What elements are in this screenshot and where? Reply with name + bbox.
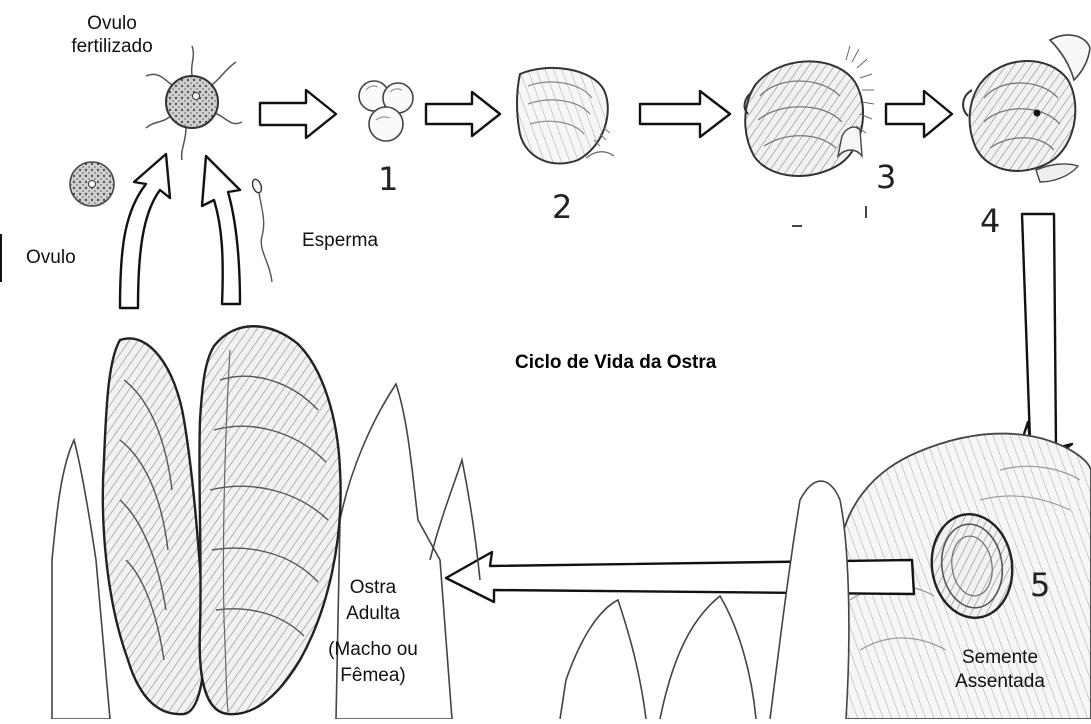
left-edge-line	[0, 234, 2, 282]
adult-oyster-label: Ostra Adulta (Macho ou Fêmea)	[308, 575, 438, 689]
stage-4-larva	[962, 34, 1091, 183]
curved-arrow-egg-to-fertilized	[118, 152, 172, 310]
fertilized-egg-cell	[145, 45, 243, 161]
arrow-stage-2-to-stage-3	[638, 89, 732, 139]
stage-number-2: 2	[552, 188, 573, 226]
arrow-stage-3-to-stage-4	[884, 89, 954, 139]
adult-oyster-label-line3: (Macho ou	[328, 639, 418, 660]
sperm-label: Esperma	[302, 230, 379, 251]
settled-spat-label: Semente Assentada	[940, 646, 1060, 694]
stage-number-4: 4	[980, 202, 1001, 240]
curved-arrow-sperm-to-fertilized	[200, 154, 242, 306]
settled-spat-rock	[823, 432, 1091, 720]
adult-oyster-label-line4: Fêmea)	[340, 665, 406, 686]
adult-oyster-label-line1: Ostra	[349, 577, 397, 598]
settled-spat-label-line1: Semente	[961, 647, 1039, 668]
stage-number-5: 5	[1030, 566, 1051, 604]
arrow-fertilized-to-stage-1	[258, 88, 338, 140]
adult-oyster-label-line2: Adulta	[346, 603, 400, 624]
arrow-stage-1-to-stage-2	[424, 90, 502, 138]
egg-cell	[69, 161, 115, 207]
fertilized-egg-label-line2: fertilizado	[71, 36, 153, 57]
stage-1-embryo	[358, 80, 414, 142]
background-rocks	[51, 382, 850, 720]
fertilized-egg-label: Ovulo fertilizado	[52, 12, 172, 58]
stage-3-larva	[743, 45, 875, 177]
egg-label: Ovulo	[26, 247, 76, 268]
fertilized-egg-label-line1: Ovulo	[87, 13, 137, 34]
stage-number-3: 3	[876, 158, 897, 196]
diagram-title: Ciclo de Vida da Ostra	[515, 352, 717, 373]
settled-spat-label-line2: Assentada	[955, 671, 1045, 692]
stage-number-1: 1	[378, 160, 399, 198]
stage-2-larva	[516, 67, 615, 165]
sperm-cell	[251, 178, 273, 283]
adult-oysters	[101, 325, 342, 716]
